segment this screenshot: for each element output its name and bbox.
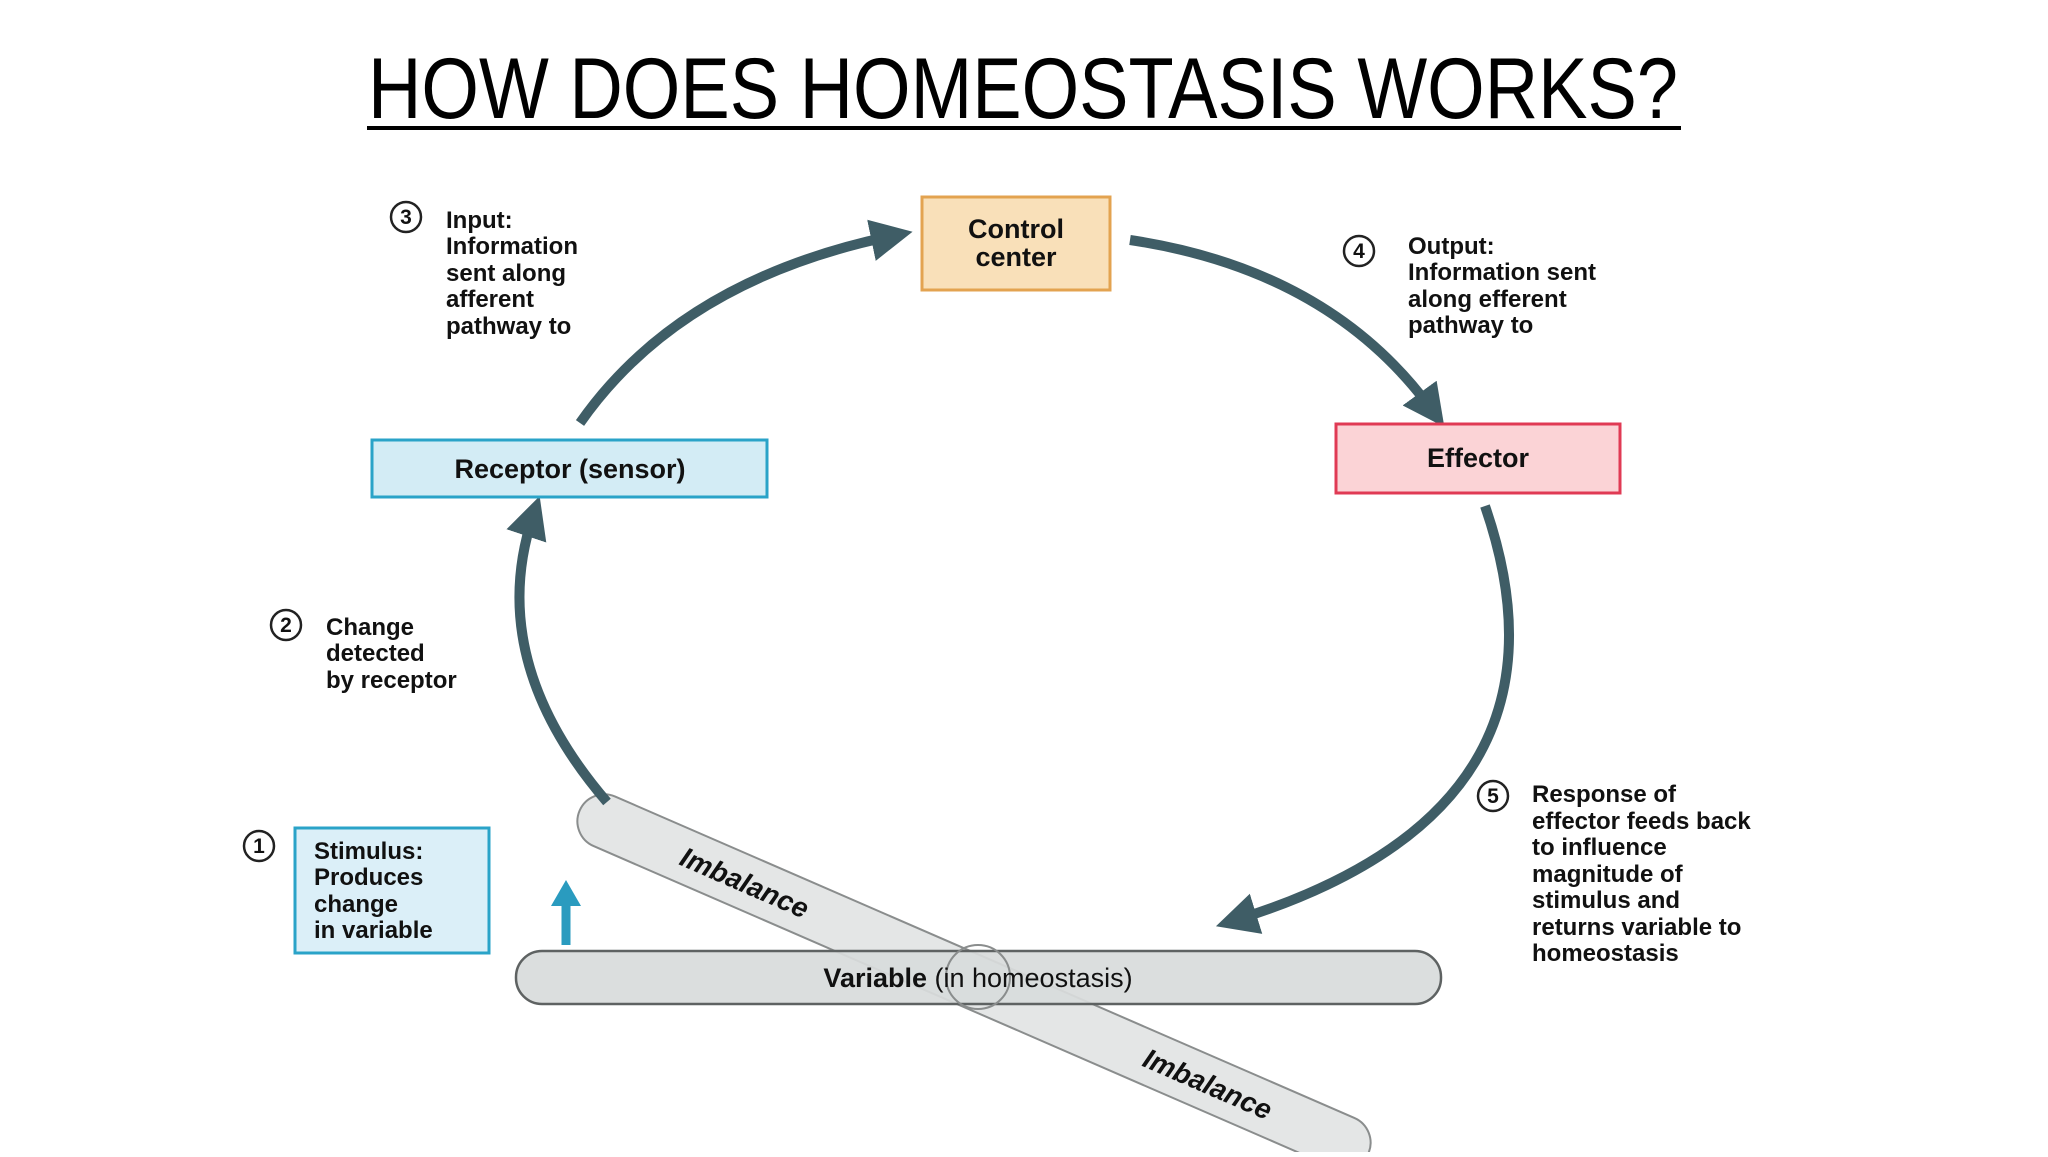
arrow-effector-to-variable — [1215, 504, 1514, 934]
control-center-label-2: center — [975, 242, 1057, 272]
step-3-line-3: sent along — [446, 260, 566, 287]
step-1-marker: 1 — [242, 829, 276, 863]
step-3-note: 3 Input: Information sent along afferent… — [389, 200, 578, 340]
step-5-line-3: to influence — [1532, 834, 1667, 861]
step-5-number: 5 — [1487, 785, 1499, 808]
stimulus-line-4: in variable — [314, 917, 433, 944]
step-3-number: 3 — [400, 206, 412, 229]
step-5-line-6: returns variable to — [1532, 914, 1741, 941]
page-title: HOW DOES HOMEOSTASIS WORKS? — [368, 41, 1678, 137]
step-1-number: 1 — [253, 835, 265, 858]
receptor-rect — [370, 438, 769, 499]
step-3-line-2: Information — [446, 233, 578, 260]
step-2-line-1: Change — [326, 614, 414, 641]
step-2-line-2: detected — [326, 640, 425, 667]
step-5-line-5: stimulus and — [1532, 887, 1680, 914]
pivot-circle — [945, 944, 1011, 1010]
step-3-line-5: pathway to — [446, 313, 571, 340]
step-5-line-1: Response of — [1532, 781, 1677, 808]
stimulus-line-1: Stimulus: — [314, 838, 423, 865]
stimulus-arrow-head — [551, 880, 581, 906]
stimulus-rect — [293, 826, 491, 955]
step-4-note: 4 Output: Information sent along efferen… — [1342, 233, 1596, 339]
step-2-line-3: by receptor — [326, 667, 457, 694]
step-4-line-3: along efferent — [1408, 286, 1567, 313]
control-center-rect — [920, 195, 1112, 292]
step-2-note: 2 Change detected by receptor — [269, 608, 457, 694]
effector-rect — [1334, 422, 1622, 495]
variable-bar: Variable (in homeostasis) — [514, 944, 1443, 1010]
step-3-line-1: Input: — [446, 207, 513, 234]
control-center-label-1: Control — [968, 214, 1064, 244]
variable-label-bold: Variable — [823, 963, 927, 993]
step-5-line-2: effector feeds back — [1532, 808, 1751, 835]
effector-label: Effector — [1427, 443, 1530, 473]
arrow-change-to-receptor — [506, 496, 611, 806]
effector-box: Effector — [1334, 422, 1622, 495]
arrow-input-to-control — [575, 219, 913, 426]
receptor-box: Receptor (sensor) — [370, 438, 769, 499]
variable-label-rest: (in homeostasis) — [927, 963, 1133, 993]
step-4-line-4: pathway to — [1408, 312, 1533, 339]
step-3-line-4: afferent — [446, 286, 534, 313]
stimulus-line-2: Produces — [314, 864, 423, 891]
variable-label: Variable (in homeostasis) — [823, 963, 1132, 993]
step-2-number: 2 — [280, 614, 292, 637]
stimulus-up-arrow — [551, 880, 581, 945]
control-center-box: Control center — [920, 195, 1112, 292]
step-5-note: 5 Response of effector feeds back to inf… — [1476, 779, 1751, 967]
receptor-label: Receptor (sensor) — [454, 454, 685, 484]
step-4-line-1: Output: — [1408, 233, 1495, 260]
arrow-output-to-effector — [1129, 235, 1445, 427]
step-4-line-2: Information sent — [1408, 259, 1596, 286]
step-5-line-7: homeostasis — [1532, 940, 1679, 967]
step-5-line-4: magnitude of — [1532, 861, 1684, 888]
stimulus-line-3: change — [314, 891, 398, 918]
step-4-number: 4 — [1353, 240, 1365, 263]
stimulus-box: Stimulus: Produces change in variable — [293, 826, 491, 955]
